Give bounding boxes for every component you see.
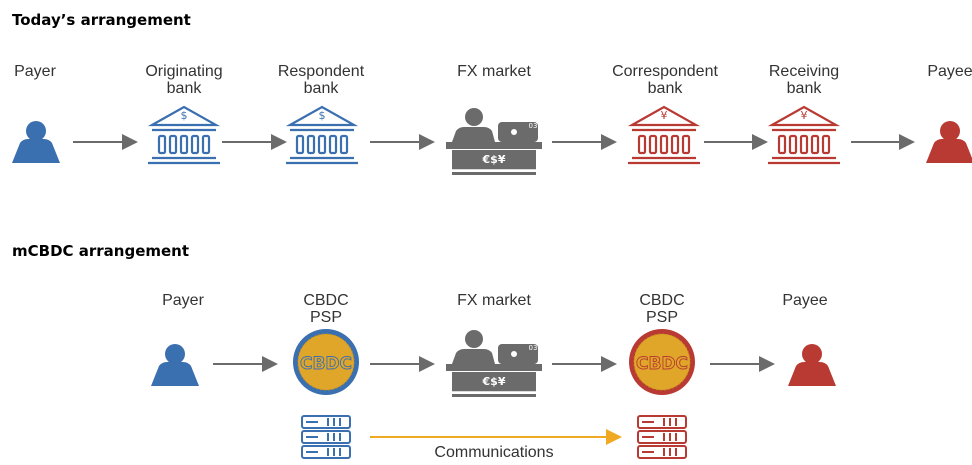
today-node-label-payee: Payee	[927, 63, 972, 80]
today-payee-person-icon	[926, 121, 972, 163]
mcbdc-node-label-fx-market: FX market	[457, 292, 531, 309]
today-payer-person-icon	[12, 121, 60, 163]
mcbdc-payer-person-icon	[151, 344, 199, 386]
server-left-icon	[301, 415, 351, 459]
today-originating-bank-symbol: $	[181, 109, 188, 122]
today-section-title: Today’s arrangement	[12, 11, 191, 29]
mcbdc-node-label-payee: Payee	[782, 292, 828, 309]
today-node-label-payer: Payer	[14, 63, 56, 80]
mcbdc-fx-desk-text: €$¥	[482, 375, 506, 388]
today-fx-screen-text: 03	[529, 122, 538, 130]
today-receiving-bank-symbol: ¥	[801, 109, 808, 122]
mcbdc-section-title: mCBDC arrangement	[12, 242, 190, 260]
server-right-icon	[637, 415, 687, 459]
mcbdc-payee-person-icon	[788, 344, 836, 386]
mcbdc-node-label-payer: Payer	[162, 292, 204, 309]
cbdc-coin-left-text: CBDC	[300, 354, 352, 374]
today-respondent-bank-symbol: $	[319, 109, 326, 122]
today-fx-desk-text: €$¥	[482, 153, 506, 166]
communications-label: Communications	[434, 444, 554, 461]
today-node-label-fx-market: FX market	[457, 63, 531, 80]
cbdc-coin-left-icon	[293, 329, 359, 395]
mcbdc-fx-screen-text: 03	[529, 344, 538, 352]
today-correspondent-bank-symbol: ¥	[661, 109, 668, 122]
cbdc-coin-right-text: CBDC	[636, 354, 688, 374]
cbdc-coin-right-icon	[629, 329, 695, 395]
